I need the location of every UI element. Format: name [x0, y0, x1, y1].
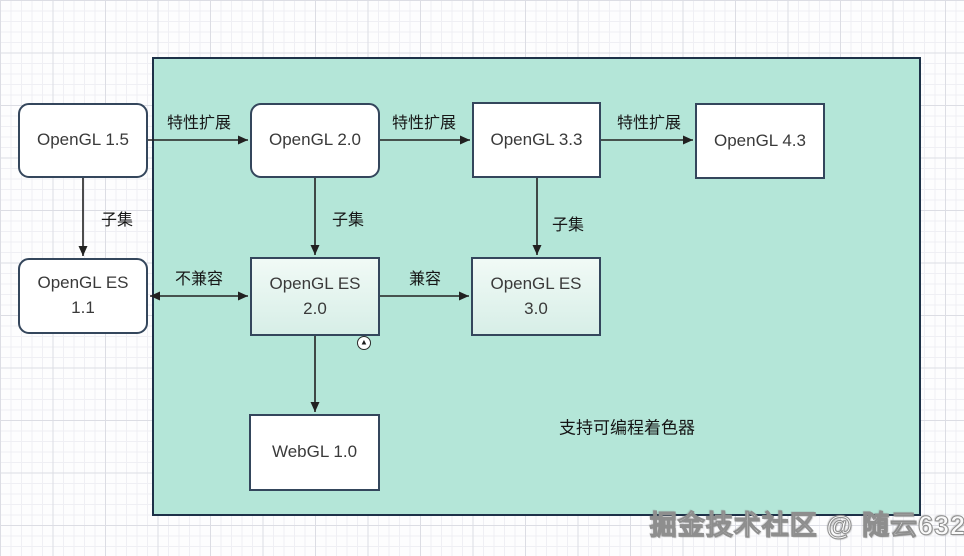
- node-webgl-1-0: WebGL 1.0: [249, 414, 380, 491]
- node-label: WebGL 1.0: [271, 442, 358, 462]
- node-opengl-2-0: OpenGL 2.0: [250, 103, 380, 178]
- edge-label-subset-3: 子集: [551, 217, 585, 234]
- node-opengl-1-5: OpenGL 1.5: [18, 103, 148, 178]
- node-opengl-4-3: OpenGL 4.3: [695, 103, 825, 179]
- watermark: 掘金技术社区 @ 随云632: [649, 510, 964, 541]
- node-label: OpenGL ES 3.0: [490, 273, 582, 318]
- node-label: OpenGL 2.0: [269, 130, 361, 150]
- node-opengl-es-3-0: OpenGL ES 3.0: [471, 257, 601, 336]
- edge-label-subset-1: 子集: [100, 212, 134, 229]
- edge-label-feature-extension-1: 特性扩展: [166, 115, 232, 132]
- node-label: OpenGL 3.3: [490, 129, 583, 149]
- annotation-programmable-shaders: 支持可编程着色器: [559, 418, 695, 438]
- edge-label-feature-extension-2: 特性扩展: [391, 115, 457, 132]
- node-label: OpenGL 4.3: [714, 130, 806, 150]
- edge-label-feature-extension-3: 特性扩展: [616, 115, 682, 132]
- node-opengl-es-1-1: OpenGL ES 1.1: [18, 258, 148, 334]
- node-opengl-es-2-0: OpenGL ES 2.0: [250, 257, 380, 336]
- edge-label-compatible: 兼容: [408, 271, 442, 288]
- triangle-up-icon: ▲: [360, 337, 368, 347]
- edge-label-incompatible: 不兼容: [174, 271, 224, 288]
- collapse-button[interactable]: ▲: [357, 336, 371, 350]
- edge-label-subset-2: 子集: [331, 212, 365, 229]
- node-label: OpenGL 1.5: [37, 130, 129, 150]
- node-label: OpenGL ES 1.1: [37, 273, 129, 317]
- node-label: OpenGL ES 2.0: [269, 273, 361, 318]
- node-opengl-3-3: OpenGL 3.3: [472, 102, 601, 178]
